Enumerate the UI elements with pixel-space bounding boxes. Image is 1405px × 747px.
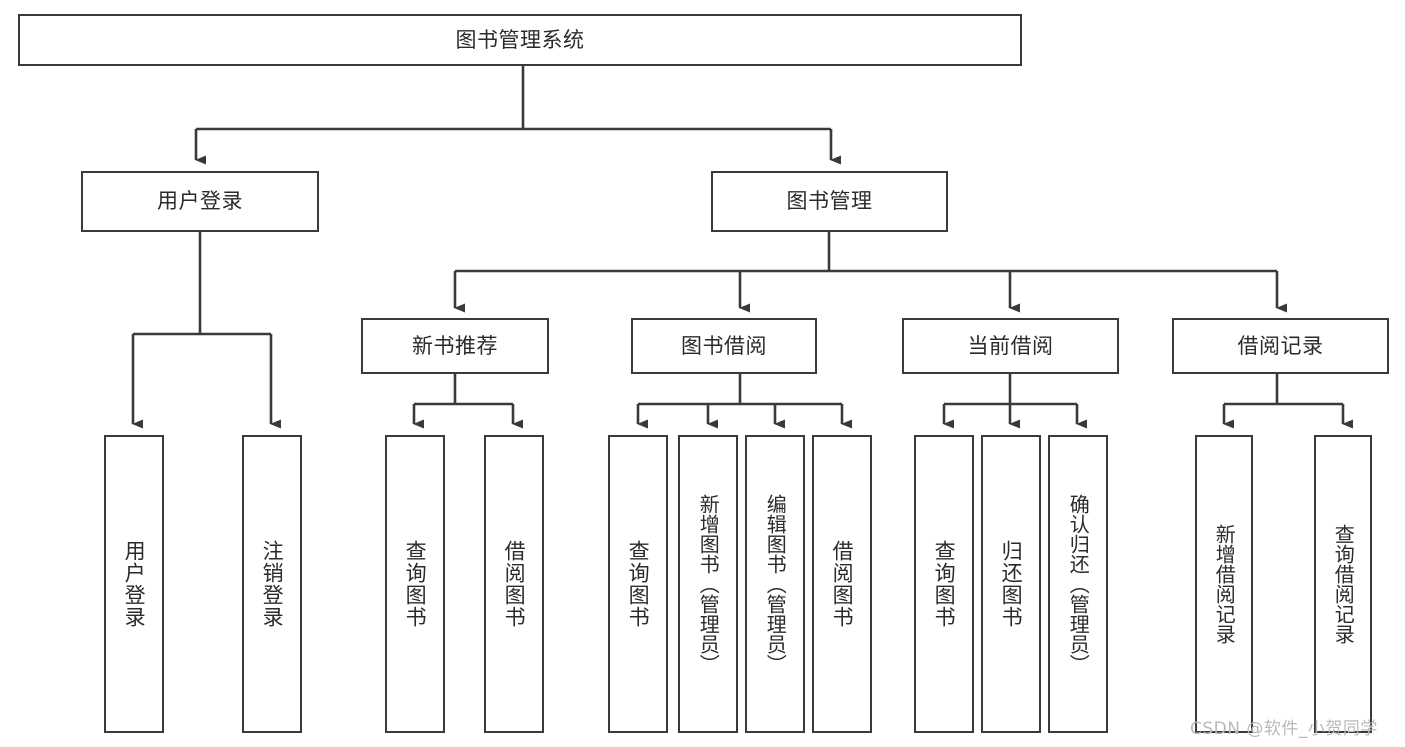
csdn-watermark: CSDN @软件_小贺同学 <box>1190 719 1378 739</box>
node-leaf-user-logout[interactable]: 注销登录 <box>242 435 302 733</box>
node-borrow-record[interactable]: 借阅记录 <box>1172 318 1389 374</box>
node-leaf-edit-book[interactable]: 编辑图书（管理员） <box>745 435 805 733</box>
node-leaf-query-book-1[interactable]: 查询图书 <box>385 435 445 733</box>
node-leaf-return-book[interactable]: 归还图书 <box>981 435 1041 733</box>
node-leaf-edit-book-label: 编辑图书（管理员） <box>763 494 788 674</box>
node-leaf-return-book-label: 归还图书 <box>999 540 1024 628</box>
node-leaf-query-book-2-label: 查询图书 <box>626 540 651 628</box>
node-leaf-add-record-label: 新增借阅记录 <box>1212 524 1237 644</box>
node-leaf-query-book-3[interactable]: 查询图书 <box>914 435 974 733</box>
node-leaf-query-record-label: 查询借阅记录 <box>1331 524 1356 644</box>
node-new-book-recommend-label: 新书推荐 <box>412 333 498 358</box>
node-leaf-query-book-3-label: 查询图书 <box>932 540 957 628</box>
node-book-manage-label: 图书管理 <box>786 189 873 214</box>
node-borrow-record-label: 借阅记录 <box>1237 333 1324 358</box>
node-current-borrow[interactable]: 当前借阅 <box>902 318 1119 374</box>
node-leaf-add-book-label: 新增图书（管理员） <box>696 494 721 674</box>
node-book-borrow[interactable]: 图书借阅 <box>631 318 817 374</box>
node-leaf-add-record[interactable]: 新增借阅记录 <box>1195 435 1253 733</box>
node-book-manage[interactable]: 图书管理 <box>711 171 948 232</box>
node-leaf-user-logout-label: 注销登录 <box>260 540 285 628</box>
node-leaf-query-record[interactable]: 查询借阅记录 <box>1314 435 1372 733</box>
node-leaf-borrow-book-2[interactable]: 借阅图书 <box>812 435 872 733</box>
node-leaf-confirm-return[interactable]: 确认归还（管理员） <box>1048 435 1108 733</box>
node-new-book-recommend[interactable]: 新书推荐 <box>361 318 549 374</box>
node-leaf-borrow-book-1-label: 借阅图书 <box>502 540 527 628</box>
node-leaf-user-login-label: 用户登录 <box>122 540 147 628</box>
node-root-system[interactable]: 图书管理系统 <box>18 14 1022 66</box>
node-leaf-query-book-2[interactable]: 查询图书 <box>608 435 668 733</box>
node-user-login-label: 用户登录 <box>157 189 243 214</box>
node-leaf-confirm-return-label: 确认归还（管理员） <box>1066 494 1091 674</box>
node-current-borrow-label: 当前借阅 <box>967 333 1054 358</box>
node-leaf-borrow-book-1[interactable]: 借阅图书 <box>484 435 544 733</box>
node-leaf-user-login[interactable]: 用户登录 <box>104 435 164 733</box>
node-leaf-add-book[interactable]: 新增图书（管理员） <box>678 435 738 733</box>
node-leaf-query-book-1-label: 查询图书 <box>403 540 428 628</box>
node-leaf-borrow-book-2-label: 借阅图书 <box>830 540 855 628</box>
node-root-label: 图书管理系统 <box>455 27 585 52</box>
node-book-borrow-label: 图书借阅 <box>681 333 767 358</box>
node-user-login[interactable]: 用户登录 <box>81 171 319 232</box>
